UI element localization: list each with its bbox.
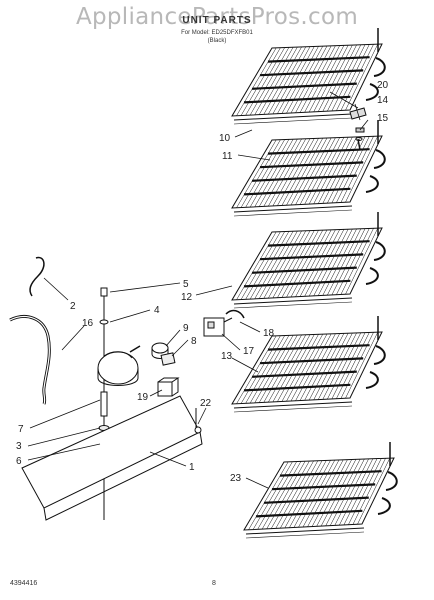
callout-15: 15 — [377, 113, 389, 124]
callout-1: 1 — [189, 462, 195, 473]
callout-3: 3 — [16, 441, 22, 452]
leader-lines — [27, 91, 369, 489]
wire-shelves — [231, 28, 398, 539]
color-line: (Black) — [207, 38, 227, 44]
callout-18: 18 — [263, 328, 275, 339]
callout-numbers: 20 14 15 10 11 5 12 2 16 4 9 8 18 17 13 … — [16, 80, 389, 484]
callout-12: 12 — [181, 292, 193, 303]
diagram-title: UNIT PARTS — [182, 15, 252, 26]
base-plate — [21, 395, 203, 521]
callout-6: 6 — [16, 456, 22, 467]
part-number: 4394416 — [10, 580, 38, 587]
shelf-third — [231, 212, 386, 309]
callout-22: 22 — [200, 398, 212, 409]
callout-4: 4 — [154, 305, 160, 316]
callout-20: 20 — [377, 80, 389, 91]
electrical-parts — [151, 309, 245, 397]
callout-5: 5 — [183, 279, 189, 290]
callout-7: 7 — [18, 424, 24, 435]
callout-8: 8 — [191, 336, 197, 347]
callout-19: 19 — [137, 392, 149, 403]
compressor-assembly — [97, 287, 141, 520]
callout-23: 23 — [230, 473, 242, 484]
model-line: For Model: ED25DFXFB01 — [181, 30, 253, 36]
callout-17: 17 — [243, 346, 255, 357]
watermark: AppliancePartsPros.com — [75, 4, 359, 30]
callout-2: 2 — [70, 301, 76, 312]
callout-14: 14 — [377, 95, 389, 106]
shelf-fourth — [231, 316, 386, 413]
page-number: 8 — [212, 580, 216, 587]
callout-9: 9 — [183, 323, 189, 334]
shelf-bottom — [243, 442, 398, 539]
callout-11: 11 — [222, 151, 233, 162]
callout-16: 16 — [82, 318, 94, 329]
callout-10: 10 — [219, 133, 231, 144]
callout-13: 13 — [221, 351, 233, 362]
tubing-parts — [9, 256, 51, 405]
shelf-top — [231, 28, 386, 125]
shelf-second — [231, 120, 386, 217]
